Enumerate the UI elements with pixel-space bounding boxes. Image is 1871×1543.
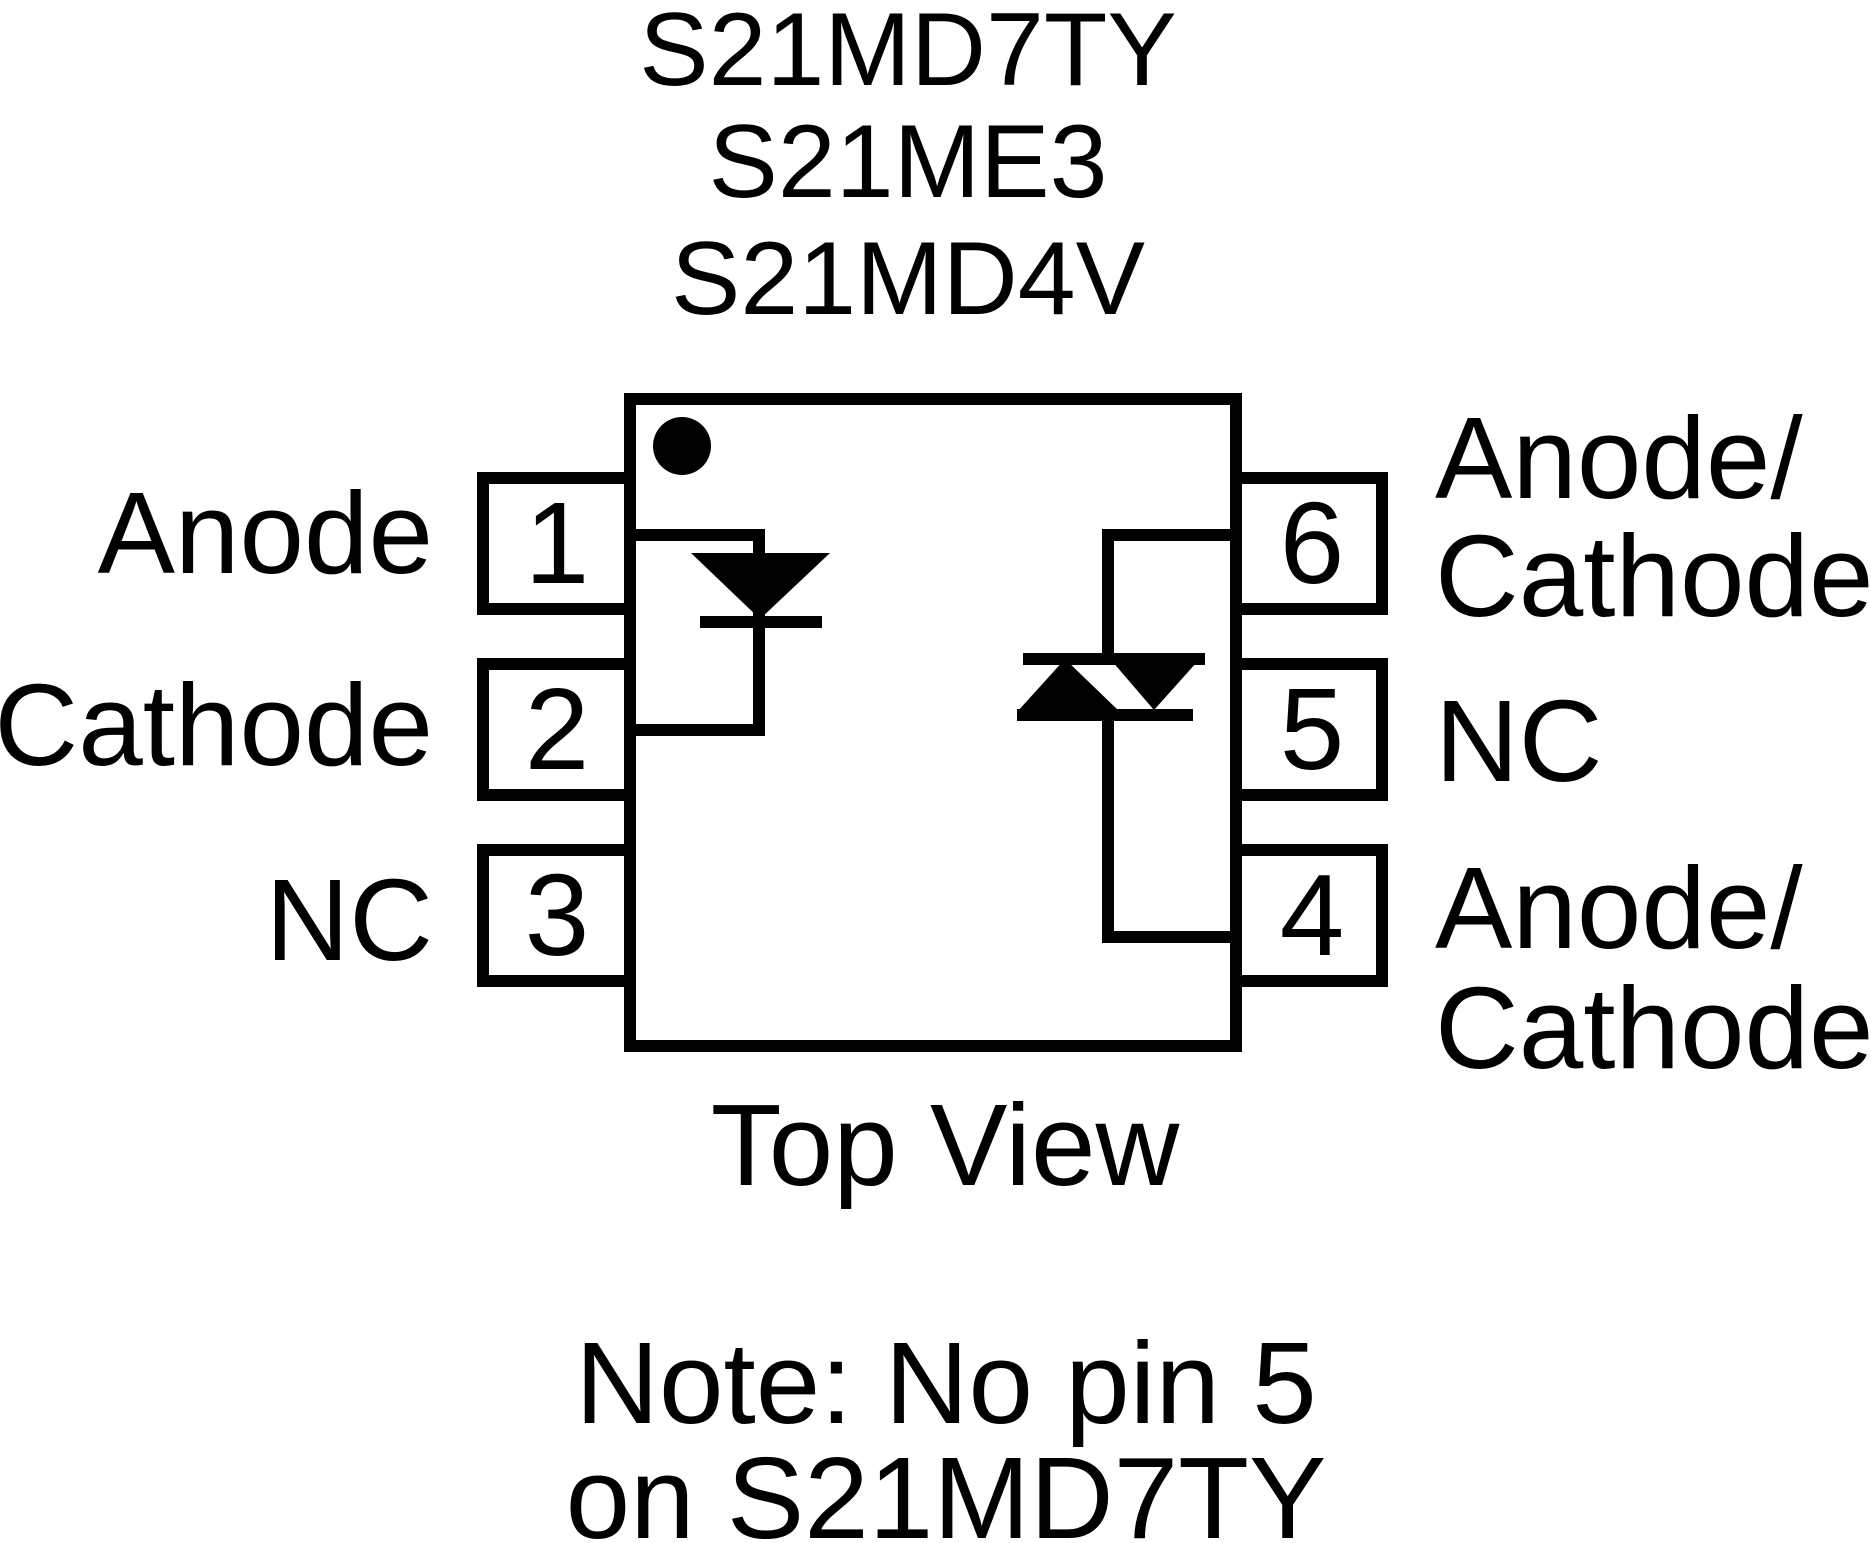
pin-5-number: 5 (1280, 664, 1345, 794)
led-diode-symbol (630, 529, 830, 736)
title-line-3: S21MD4V (671, 221, 1145, 337)
title-line-1: S21MD7TY (639, 0, 1177, 108)
pin-1-number: 1 (525, 478, 590, 608)
pin-2-number: 2 (525, 664, 590, 794)
pin-5-box (1230, 658, 1388, 801)
pin-3-label: NC (265, 855, 433, 985)
triac-wire-bottom (1102, 712, 1236, 943)
device-title: S21MD7TY S21ME3 S21MD4V (639, 0, 1177, 337)
pin-2-label: Cathode (0, 660, 433, 790)
triac-symbol (1017, 529, 1236, 943)
pin-4-number: 4 (1280, 850, 1345, 980)
pin-1-box (477, 472, 636, 615)
pin-1-label: Anode (98, 468, 433, 598)
left-pin-labels: Anode Cathode NC (0, 468, 433, 985)
pin-6-box (1230, 472, 1388, 615)
pin-6-number: 6 (1280, 478, 1345, 608)
ic-package: 1 2 3 6 5 4 (477, 393, 1388, 1052)
right-pin-labels: Anode/ Cathode NC Anode/ Cathode (1435, 393, 1871, 1093)
note-line-1: Note: No pin 5 (575, 1318, 1317, 1448)
view-caption: Top View (711, 1080, 1181, 1210)
triac-wire-top (1102, 529, 1236, 660)
pin-4-label-line-2: Cathode (1435, 963, 1871, 1093)
pin-3-box (477, 844, 636, 987)
pin-6-label-line-1: Anode/ (1435, 393, 1803, 523)
led-wire (630, 529, 765, 736)
pin1-indicator-dot (653, 417, 711, 475)
pin-3-number: 3 (525, 850, 590, 980)
package-outline (624, 393, 1242, 1052)
pin-4-box (1230, 844, 1388, 987)
note-line-2: on S21MD7TY (566, 1433, 1327, 1543)
pin-6-label-line-2: Cathode (1435, 511, 1871, 641)
triac-triangle-down-icon (1105, 653, 1205, 710)
triac-triangle-up-icon (1017, 659, 1120, 712)
footnote: Note: No pin 5 on S21MD7TY (566, 1318, 1327, 1543)
pin-4-label-line-1: Anode/ (1435, 843, 1803, 973)
led-anode-triangle-icon (691, 553, 830, 619)
pin-5-label: NC (1435, 676, 1603, 806)
title-line-2: S21ME3 (709, 104, 1108, 220)
